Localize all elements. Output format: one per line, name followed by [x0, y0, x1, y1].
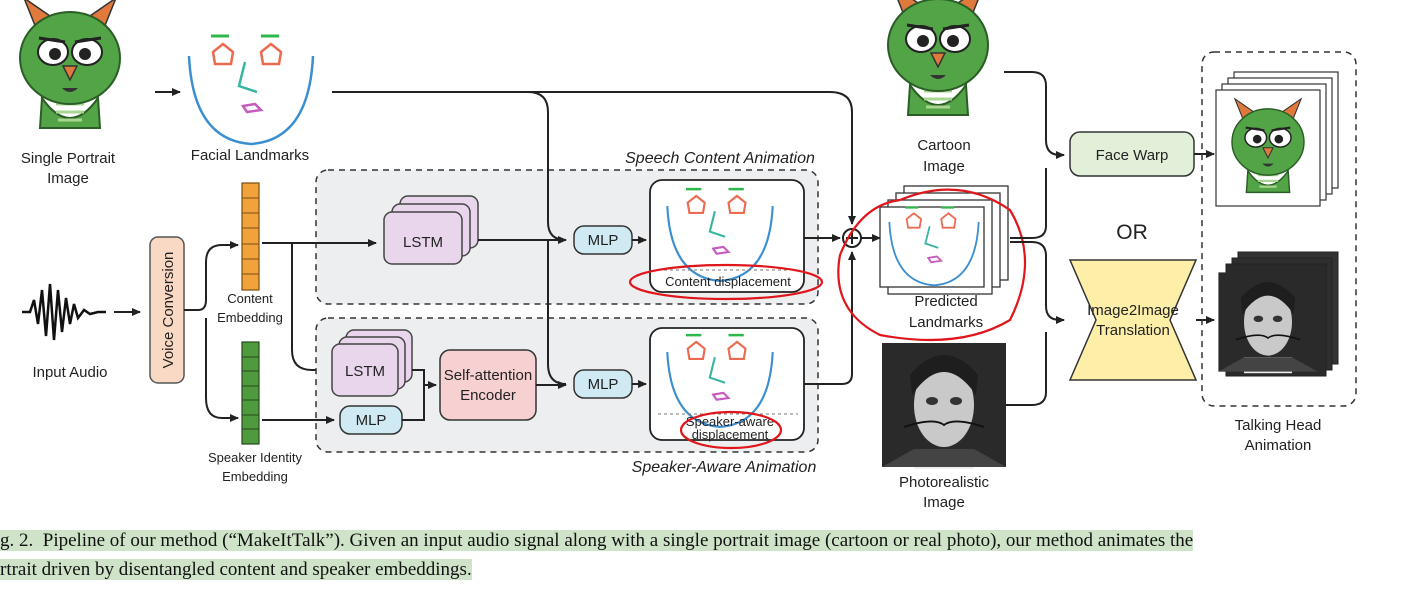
image2image-translation-block	[1068, 259, 1198, 381]
speech-lstm-block	[383, 195, 479, 265]
facial-landmarks-label: Facial Landmarks	[191, 147, 309, 164]
attention-label-line2: Encoder	[460, 387, 516, 404]
cartoon-image	[886, 0, 990, 117]
speaker-embedding-label-line1: Speaker Identity	[208, 450, 302, 465]
content-displacement-label: Content displacement	[665, 274, 791, 289]
audio-waveform	[22, 283, 106, 341]
speaker-lstm-block	[331, 329, 413, 397]
speaker-displacement-label-line2: displacement	[692, 427, 769, 442]
translation-label-line1: Image2Image	[1087, 302, 1179, 319]
predicted-landmarks-annotation	[837, 188, 1026, 342]
predicted-label-line1: Predicted	[914, 293, 977, 310]
single-portrait-image	[18, 0, 122, 130]
pipeline-diagram: Single Portrait Image Facial Landmarks I…	[18, 0, 1357, 511]
speaker-embedding-label-line2: Embedding	[222, 469, 288, 484]
speaker-mlp-small-label: MLP	[356, 412, 387, 429]
speaker-lstm-label: LSTM	[345, 363, 385, 380]
photoreal-output-frames	[1217, 251, 1339, 377]
portrait-label-line2: Image	[47, 170, 89, 187]
speaker-displacement-label-line1: Speaker-aware	[686, 414, 774, 429]
or-label: OR	[1116, 221, 1148, 244]
portrait-label-line1: Single Portrait	[21, 150, 116, 167]
cartoon-output-frames	[1215, 71, 1339, 207]
translation-label-line2: Translation	[1096, 322, 1170, 339]
predicted-label-line2: Landmarks	[909, 314, 983, 331]
speech-mlp-label: MLP	[588, 232, 619, 249]
speech-content-title: Speech Content Animation	[625, 150, 815, 167]
talking-head-output-panel	[1201, 51, 1357, 407]
caption-text-line1: Pipeline of our method (“MakeItTalk”). G…	[42, 530, 1194, 551]
speaker-displacement-annotation	[679, 410, 783, 450]
caption-line-2: rtrait driven by disentangled content an…	[0, 555, 1414, 584]
figure-caption: g. 2. Pipeline of our method (“MakeItTal…	[0, 526, 1414, 584]
caption-line-1: g. 2. Pipeline of our method (“MakeItTal…	[0, 526, 1414, 555]
facial-landmarks-sketch	[187, 34, 315, 146]
speaker-aware-title: Speaker-Aware Animation	[632, 459, 817, 476]
content-embedding-label-line1: Content	[227, 291, 273, 306]
photorealistic-image	[881, 342, 1007, 470]
content-embedding-label-line2: Embedding	[217, 310, 283, 325]
photo-label-line2: Image	[923, 494, 965, 511]
speaker-embedding-vector	[241, 341, 260, 445]
attention-label-line1: Self-attention	[444, 367, 532, 384]
output-label-line2: Animation	[1245, 437, 1312, 454]
speaker-mlp-label: MLP	[588, 376, 619, 393]
self-attention-encoder-block	[439, 349, 537, 421]
cartoon-label-line1: Cartoon	[917, 137, 970, 154]
caption-figure-number: g. 2.	[0, 530, 34, 551]
content-displacement-annotation	[628, 263, 824, 301]
output-label-line1: Talking Head	[1235, 417, 1322, 434]
content-embedding-vector	[241, 182, 260, 291]
photo-label-line1: Photorealistic	[899, 474, 990, 491]
input-audio-label: Input Audio	[32, 364, 107, 381]
speech-lstm-label: LSTM	[403, 234, 443, 251]
cartoon-label-line2: Image	[923, 158, 965, 175]
face-warp-label: Face Warp	[1096, 147, 1169, 164]
voice-conversion-label: Voice Conversion	[160, 252, 177, 369]
caption-text-line2: rtrait driven by disentangled content an…	[0, 559, 472, 580]
predicted-landmarks-stack	[879, 185, 1009, 295]
content-displacement-card	[649, 179, 805, 293]
